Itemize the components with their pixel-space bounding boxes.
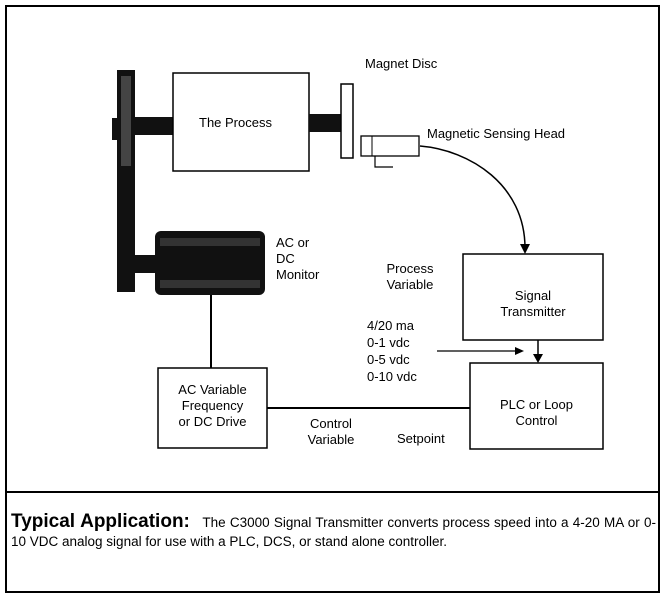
caption-divider bbox=[5, 491, 660, 493]
pulley-groove bbox=[121, 76, 131, 166]
motor-label: AC or DC Monitor bbox=[276, 235, 320, 282]
magnet-disc bbox=[340, 83, 354, 159]
magnetic-sensing-head bbox=[360, 135, 420, 157]
magnet-disc-label: Magnet Disc bbox=[365, 56, 438, 71]
setpoint-label: Setpoint bbox=[397, 431, 445, 446]
caption-heading: Typical Application: bbox=[11, 512, 190, 532]
motor-shaft bbox=[135, 255, 157, 273]
figure-frame bbox=[5, 5, 660, 593]
plc-box bbox=[469, 362, 604, 450]
control-variable-label: Control Variable bbox=[307, 416, 355, 447]
process-variable-label: Process Variable bbox=[386, 261, 434, 292]
process-label: The Process bbox=[199, 115, 272, 130]
drive-box bbox=[157, 367, 268, 449]
plc-label: PLC or Loop Control bbox=[500, 397, 573, 428]
motor bbox=[155, 231, 265, 295]
pulley-hub bbox=[112, 118, 120, 140]
caption-text: The C3000 Signal Transmitter converts pr… bbox=[11, 515, 656, 549]
drive-label: AC Variable Frequency or DC Drive bbox=[178, 382, 247, 429]
process-shaft-right bbox=[309, 114, 341, 132]
caption: Typical Application: The C3000 Signal Tr… bbox=[11, 512, 656, 551]
process-box bbox=[172, 72, 310, 172]
signal-options-list: 4/20 ma 0-1 vdc 0-5 vdc 0-10 vdc bbox=[367, 318, 417, 384]
signal-transmitter-box bbox=[462, 253, 604, 341]
process-shaft-left bbox=[135, 117, 173, 135]
sensing-head-label: Magnetic Sensing Head bbox=[427, 126, 566, 141]
sensor-cable bbox=[419, 145, 526, 249]
signal-transmitter-label: Signal Transmitter bbox=[500, 288, 566, 319]
